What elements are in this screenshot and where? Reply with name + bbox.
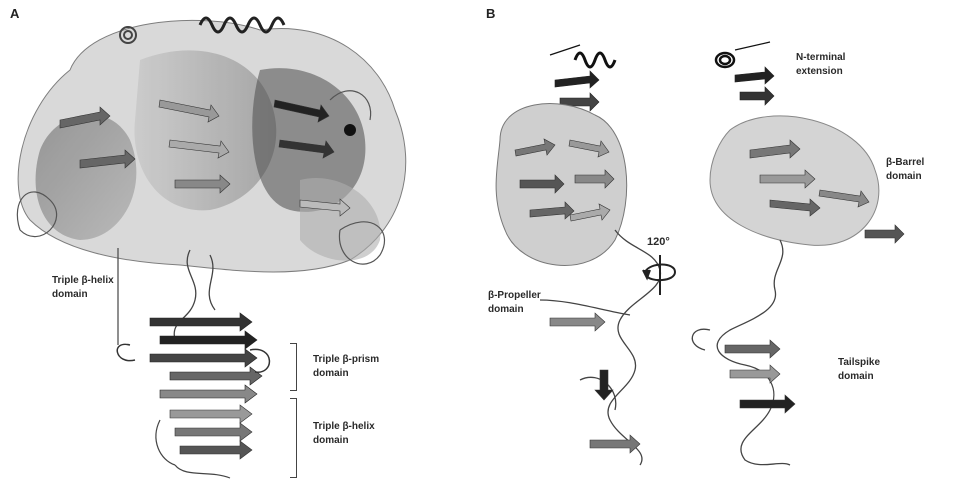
label-barrel-1: β-Barrel <box>886 157 924 169</box>
label-barrel-2: domain <box>886 171 922 183</box>
bracket-prism <box>290 343 297 391</box>
prism-strands <box>150 313 262 403</box>
label-triple-helix-top-2: domain <box>52 289 88 301</box>
rotation-icon <box>643 255 675 295</box>
label-propeller-1: β-Propeller <box>488 290 541 302</box>
left-tailspike-strands <box>550 313 640 453</box>
label-tailspike-1: Tailspike <box>838 357 880 369</box>
label-triple-helix-top-1: Triple β-helix <box>52 275 114 287</box>
right-n-terminal-strands <box>735 67 774 105</box>
label-rotation: 120° <box>647 236 670 248</box>
bracket-lower-helix <box>290 398 297 478</box>
ball-marker <box>344 124 356 136</box>
label-propeller-2: domain <box>488 304 524 316</box>
label-triple-prism-2: domain <box>313 368 349 380</box>
right-tailspike-strands <box>725 340 795 413</box>
panel-b: B <box>480 0 967 480</box>
left-n-terminal <box>550 45 615 67</box>
label-tailspike-2: domain <box>838 371 874 383</box>
label-n-terminal-1: N-terminal <box>796 52 845 64</box>
lower-helix-strands <box>170 405 252 459</box>
monomer-structure-illustration <box>480 0 967 480</box>
label-triple-prism-1: Triple β-prism <box>313 354 379 366</box>
label-triple-helix-bottom-2: domain <box>313 435 349 447</box>
trimer-structure-illustration <box>0 0 480 480</box>
right-n-terminal <box>716 42 770 67</box>
label-n-terminal-2: extension <box>796 66 843 78</box>
label-triple-helix-bottom-1: Triple β-helix <box>313 421 375 433</box>
panel-a: A <box>0 0 480 480</box>
